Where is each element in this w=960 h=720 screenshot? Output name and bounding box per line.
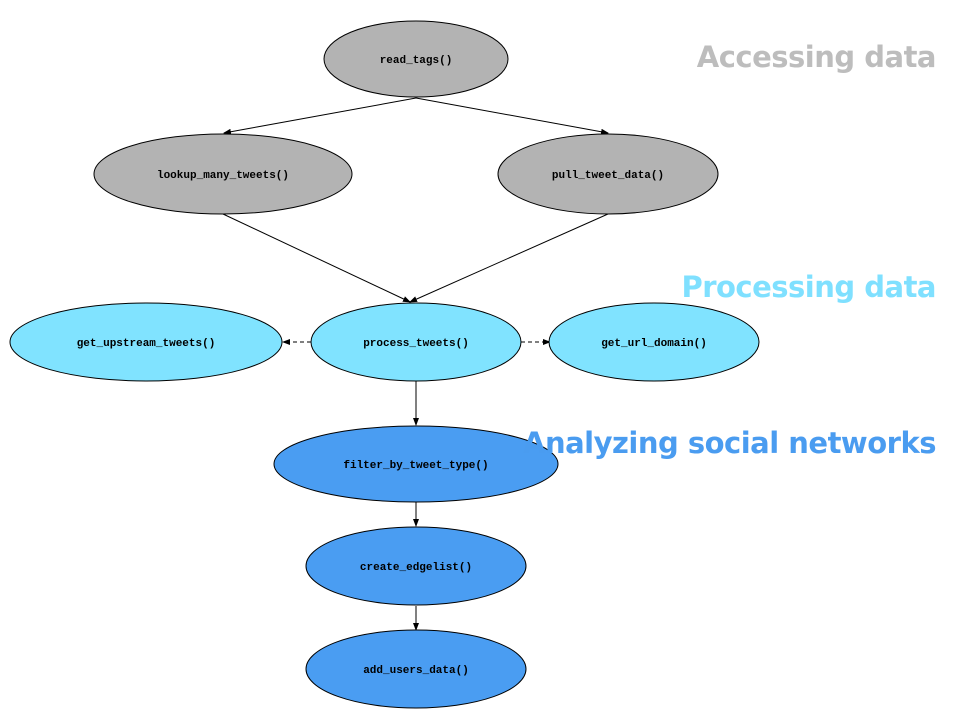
nodes-layer: read_tags() lookup_many_tweets() pull_twee…: [9, 20, 760, 709]
section-label-accessing: Accessing data: [696, 40, 937, 74]
node-label: process_tweets(): [363, 338, 469, 350]
node-label: filter_by_tweet_type(): [343, 460, 488, 472]
node-shape: [310, 302, 522, 382]
node-read-tags: read_tags(): [323, 20, 509, 98]
node-shape: [9, 302, 283, 382]
node-label: lookup_many_tweets(): [157, 170, 289, 182]
node-lookup-many-tweets: lookup_many_tweets(): [93, 133, 353, 215]
node-get-upstream-tweets: get_upstream_tweets(): [9, 302, 283, 382]
node-shape: [273, 425, 559, 503]
node-shape: [323, 20, 509, 98]
edge-read-tags-to-lookup-many-tweets: [223, 97, 417, 135]
node-shape: [93, 133, 353, 215]
node-label: create_edgelist(): [360, 562, 472, 574]
section-label-processing: Processing data: [681, 270, 936, 304]
node-shape: [305, 526, 527, 606]
node-pull-tweet-data: pull_tweet_data(): [497, 133, 719, 215]
edge-pull-tweet-data-to-process-tweets: [409, 213, 609, 303]
node-label: read_tags(): [380, 55, 453, 67]
node-process-tweets: process_tweets(): [310, 302, 522, 382]
node-get-url-domain: get_url_domain(): [548, 302, 760, 382]
node-label: add_users_data(): [363, 665, 469, 677]
node-shape: [305, 629, 527, 709]
node-label: get_upstream_tweets(): [77, 338, 216, 350]
node-shape: [548, 302, 760, 382]
edges-layer: [222, 97, 609, 631]
section-label-analyzing: Analyzing social networks: [523, 426, 936, 460]
node-shape: [497, 133, 719, 215]
node-label: get_url_domain(): [601, 338, 707, 350]
node-add-users-data: add_users_data(): [305, 629, 527, 709]
node-filter-by-tweet-type: filter_by_tweet_type(): [273, 425, 559, 503]
edge-lookup-many-tweets-to-process-tweets: [222, 213, 411, 303]
edge-read-tags-to-pull-tweet-data: [415, 97, 609, 135]
node-create-edgelist: create_edgelist(): [305, 526, 527, 606]
node-label: pull_tweet_data(): [552, 170, 664, 182]
